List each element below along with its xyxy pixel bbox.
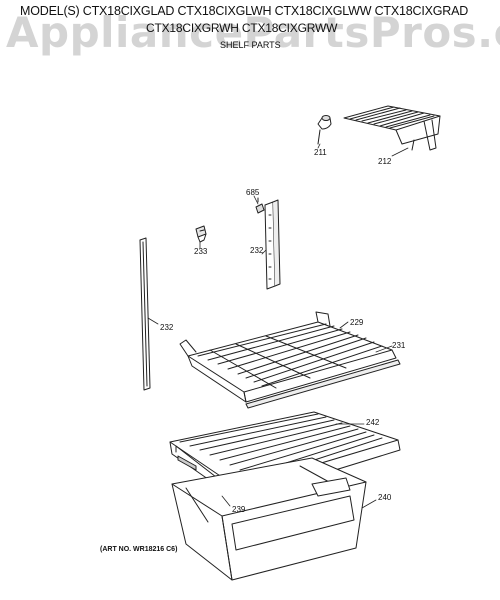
callout-685: 685 <box>246 188 260 197</box>
model-list-line-1: MODEL(S) CTX18CIXGLAD CTX18CIXGLWH CTX18… <box>20 4 469 18</box>
part-232-left-strip <box>139 237 151 391</box>
callout-211: 211 <box>314 148 327 157</box>
model-list-line-2: CTX18CIXGRWH CTX18CIXGRWW <box>146 21 338 35</box>
callout-232-right: 232 <box>250 246 264 255</box>
callout-239: 239 <box>232 505 246 514</box>
art-number: (ART NO. WR18216 C6) <box>100 546 178 553</box>
part-242-crisper-cover <box>169 411 401 501</box>
part-231-shelf-trim <box>245 359 401 409</box>
callout-212: 212 <box>378 157 392 166</box>
callout-232-left: 232 <box>160 323 174 332</box>
callout-231: 231 <box>392 341 406 350</box>
part-211-cap <box>317 115 332 145</box>
part-685-clip <box>255 197 265 214</box>
callout-233: 233 <box>194 247 208 256</box>
callout-229: 229 <box>350 318 364 327</box>
part-232-right-rail <box>264 199 281 290</box>
callout-242: 242 <box>366 418 380 427</box>
part-233-bracket <box>195 225 207 243</box>
part-212-small-wire-shelf <box>343 105 441 151</box>
part-240-crisper-drawer <box>171 457 367 581</box>
callout-leaders <box>147 143 409 509</box>
callout-240: 240 <box>378 493 392 502</box>
part-229-wire-shelf <box>179 311 397 403</box>
section-title: SHELF PARTS <box>220 40 281 50</box>
